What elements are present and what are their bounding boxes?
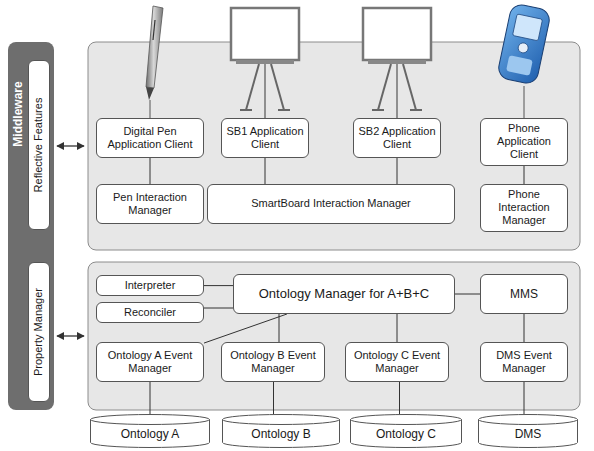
- event-manager: DMS Event Manager: [480, 342, 568, 382]
- middleware-arrow: [57, 145, 84, 146]
- process-box: MMS: [480, 274, 568, 314]
- node-label: Ontology C: [376, 427, 436, 441]
- connector-line: [524, 382, 525, 414]
- node-label: Property Manager: [32, 288, 45, 376]
- node-label: Pen Interaction Manager: [101, 191, 199, 217]
- application-client: Digital Pen Application Client: [96, 118, 204, 158]
- ontology-manager: Ontology Manager for A+B+C: [233, 274, 455, 314]
- smartboard-icon: [231, 8, 299, 118]
- connector-line: [204, 314, 287, 343]
- smartboard-icon: [363, 8, 431, 118]
- database-cylinder: Ontology A: [90, 414, 210, 448]
- middleware-service: Property Manager: [28, 262, 50, 402]
- connector-line: [524, 166, 525, 184]
- node-label: Ontology B Event Manager: [226, 349, 320, 375]
- application-client: SB1 Application Client: [221, 118, 309, 158]
- database-cylinder: DMS: [478, 414, 578, 448]
- node-label: MMS: [510, 287, 538, 301]
- node-label: Ontology B: [251, 427, 310, 441]
- node-label: Ontology C Event Manager: [350, 349, 444, 375]
- node-label: Interpreter: [125, 279, 176, 292]
- connector-line: [399, 382, 400, 414]
- node-label: Ontology Manager for A+B+C: [259, 286, 430, 302]
- node-label: SB1 Application Client: [226, 125, 304, 151]
- connector-line: [279, 314, 280, 342]
- middleware-arrow: [57, 335, 84, 336]
- node-label: SB2 Application Client: [358, 125, 436, 151]
- node-label: Reflective Features: [32, 98, 45, 193]
- connector-line: [204, 285, 233, 286]
- application-client: SB2 Application Client: [353, 118, 441, 158]
- event-manager: Ontology C Event Manager: [345, 342, 449, 382]
- node-label: Ontology A Event Manager: [101, 349, 199, 375]
- node-label: Phone Application Client: [485, 122, 563, 162]
- server-panel: [88, 262, 580, 410]
- node-label: DMS: [515, 427, 542, 441]
- node-label: Ontology A: [121, 427, 180, 441]
- middleware-service: Reflective Features: [28, 60, 50, 230]
- process-box: Reconciler: [96, 302, 204, 323]
- phone-icon: [497, 3, 552, 118]
- process-box: Interpreter: [96, 275, 204, 296]
- interaction-manager: Phone Interaction Manager: [480, 184, 568, 232]
- connector-line: [150, 158, 151, 184]
- node-label: DMS Event Manager: [485, 349, 563, 375]
- connector-line: [150, 382, 151, 414]
- node-label: Phone Interaction Manager: [485, 188, 563, 228]
- node-label: Digital Pen Application Client: [101, 125, 199, 151]
- database-cylinder: Ontology B: [222, 414, 340, 448]
- connector-line: [524, 314, 525, 342]
- connector-line: [273, 382, 274, 414]
- event-manager: Ontology A Event Manager: [96, 342, 204, 382]
- band-title: Middleware: [11, 81, 25, 146]
- connector-line: [455, 294, 480, 295]
- interaction-manager: SmartBoard Interaction Manager: [207, 184, 455, 224]
- middleware-band: Middleware Reflective FeaturesProperty Ma…: [8, 42, 54, 410]
- node-label: SmartBoard Interaction Manager: [251, 197, 411, 210]
- node-label: Reconciler: [124, 306, 176, 319]
- application-client: Phone Application Client: [480, 118, 568, 166]
- connector-line: [204, 308, 233, 309]
- digital-pen-icon: [146, 6, 163, 118]
- connector-line: [265, 158, 266, 184]
- connector-line: [397, 314, 398, 342]
- event-manager: Ontology B Event Manager: [221, 342, 325, 382]
- connector-line: [397, 158, 398, 184]
- database-cylinder: Ontology C: [350, 414, 462, 448]
- interaction-manager: Pen Interaction Manager: [96, 184, 204, 224]
